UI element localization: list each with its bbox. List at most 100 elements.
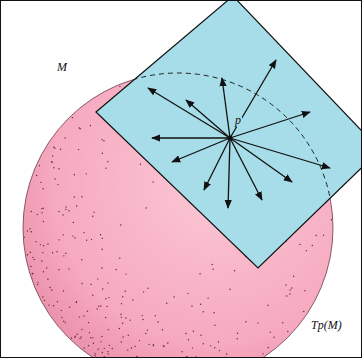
tangent-vector bbox=[222, 78, 230, 138]
stipple-dot bbox=[131, 347, 132, 348]
stipple-dot bbox=[39, 165, 40, 166]
stipple-dot bbox=[36, 175, 37, 176]
stipple-dot bbox=[100, 305, 101, 306]
stipple-dot bbox=[237, 332, 238, 333]
stipple-dot bbox=[213, 312, 214, 313]
stipple-dot bbox=[42, 252, 43, 253]
stipple-dot bbox=[267, 305, 268, 306]
stipple-dot bbox=[132, 299, 133, 300]
stipple-dot bbox=[192, 347, 193, 348]
stipple-dot bbox=[101, 139, 102, 140]
stipple-dot bbox=[104, 348, 105, 349]
stipple-dot bbox=[81, 283, 82, 284]
stipple-dot bbox=[140, 164, 141, 165]
stipple-dot bbox=[37, 282, 38, 283]
stipple-dot bbox=[90, 284, 91, 285]
stipple-dot bbox=[267, 347, 268, 348]
stipple-dot bbox=[83, 347, 84, 348]
stipple-dot bbox=[76, 301, 77, 302]
stipple-dot bbox=[245, 321, 246, 322]
point bbox=[228, 136, 233, 141]
hidden-sphere-edge bbox=[23, 73, 333, 358]
point-label: p bbox=[234, 113, 242, 127]
tangent-vector bbox=[186, 100, 230, 138]
stipple-dot bbox=[49, 287, 50, 288]
stipple-dot bbox=[65, 253, 66, 254]
stipple-dot bbox=[31, 231, 32, 232]
stipple-dot bbox=[53, 147, 54, 148]
stipple-dot bbox=[315, 235, 316, 236]
stipple-dot bbox=[51, 161, 52, 162]
stipple-dot bbox=[202, 311, 203, 312]
stipple-dot bbox=[96, 308, 97, 309]
tangent-vector bbox=[152, 137, 230, 138]
stipple-dot bbox=[91, 239, 92, 240]
stipple-dot bbox=[211, 264, 212, 265]
stipple-dot bbox=[94, 353, 95, 354]
stipple-dot bbox=[139, 340, 140, 341]
stipple-dot bbox=[41, 208, 42, 209]
tangent-vector bbox=[148, 88, 230, 138]
stipple-dot bbox=[43, 245, 44, 246]
stipple-dot bbox=[62, 234, 63, 235]
stipple-dot bbox=[75, 302, 76, 303]
stipple-dot bbox=[157, 321, 158, 322]
stipple-dot bbox=[32, 273, 33, 274]
tangent-vector bbox=[172, 138, 230, 162]
stipple-dot bbox=[51, 289, 52, 290]
stipple-dot bbox=[61, 317, 62, 318]
stipple-dot bbox=[101, 267, 102, 268]
stipple-dot bbox=[107, 351, 108, 352]
tangent-vector bbox=[230, 138, 262, 200]
stipple-dot bbox=[43, 208, 44, 209]
stipple-dot bbox=[289, 293, 290, 294]
stipple-dot bbox=[163, 345, 164, 346]
stipple-dot bbox=[58, 269, 59, 270]
stipple-dot bbox=[101, 336, 102, 337]
stipple-dot bbox=[79, 338, 80, 339]
stipple-dot bbox=[94, 355, 95, 356]
stipple-dot bbox=[273, 336, 274, 337]
stipple-dot bbox=[72, 235, 73, 236]
stipple-dot bbox=[143, 291, 144, 292]
stipple-dot bbox=[79, 127, 80, 128]
stipple-dot bbox=[112, 348, 113, 349]
stipple-dot bbox=[71, 337, 72, 338]
stipple-dot bbox=[262, 353, 263, 354]
stipple-dot bbox=[102, 288, 103, 289]
stipple-dot bbox=[304, 290, 305, 291]
stipple-dot bbox=[98, 306, 99, 307]
stipple-dot bbox=[41, 260, 42, 261]
stipple-dot bbox=[93, 343, 94, 344]
stipple-dot bbox=[147, 287, 148, 288]
stipple-dot bbox=[125, 317, 126, 318]
stipple-dot bbox=[312, 245, 313, 246]
stipple-dot bbox=[74, 174, 75, 175]
stipple-dot bbox=[30, 252, 31, 253]
stipple-dot bbox=[103, 140, 104, 141]
stipple-dot bbox=[54, 147, 55, 148]
stipple-dot bbox=[69, 306, 70, 307]
stipple-dot bbox=[37, 214, 38, 215]
stipple-dot bbox=[68, 268, 69, 269]
stipple-dot bbox=[107, 282, 108, 283]
stipple-dot bbox=[101, 249, 102, 250]
stipple-dot bbox=[98, 348, 99, 349]
stipple-dot bbox=[57, 184, 58, 185]
stipple-dot bbox=[106, 306, 107, 307]
stipple-dot bbox=[76, 205, 77, 206]
stipple-dot bbox=[54, 178, 55, 179]
stipple-dot bbox=[162, 329, 163, 330]
stipple-dot bbox=[46, 267, 47, 268]
stipple-dot bbox=[65, 209, 66, 210]
stipple-dot bbox=[200, 304, 201, 305]
stipple-dot bbox=[29, 228, 30, 229]
stipple-dot bbox=[83, 232, 84, 233]
stipple-dot bbox=[79, 128, 80, 129]
stipple-dot bbox=[218, 341, 219, 342]
stipple-dot bbox=[32, 257, 33, 258]
stipple-dot bbox=[142, 319, 143, 320]
stipple-dot bbox=[303, 311, 304, 312]
stipple-dot bbox=[105, 167, 106, 168]
stipple-dot bbox=[257, 322, 258, 323]
